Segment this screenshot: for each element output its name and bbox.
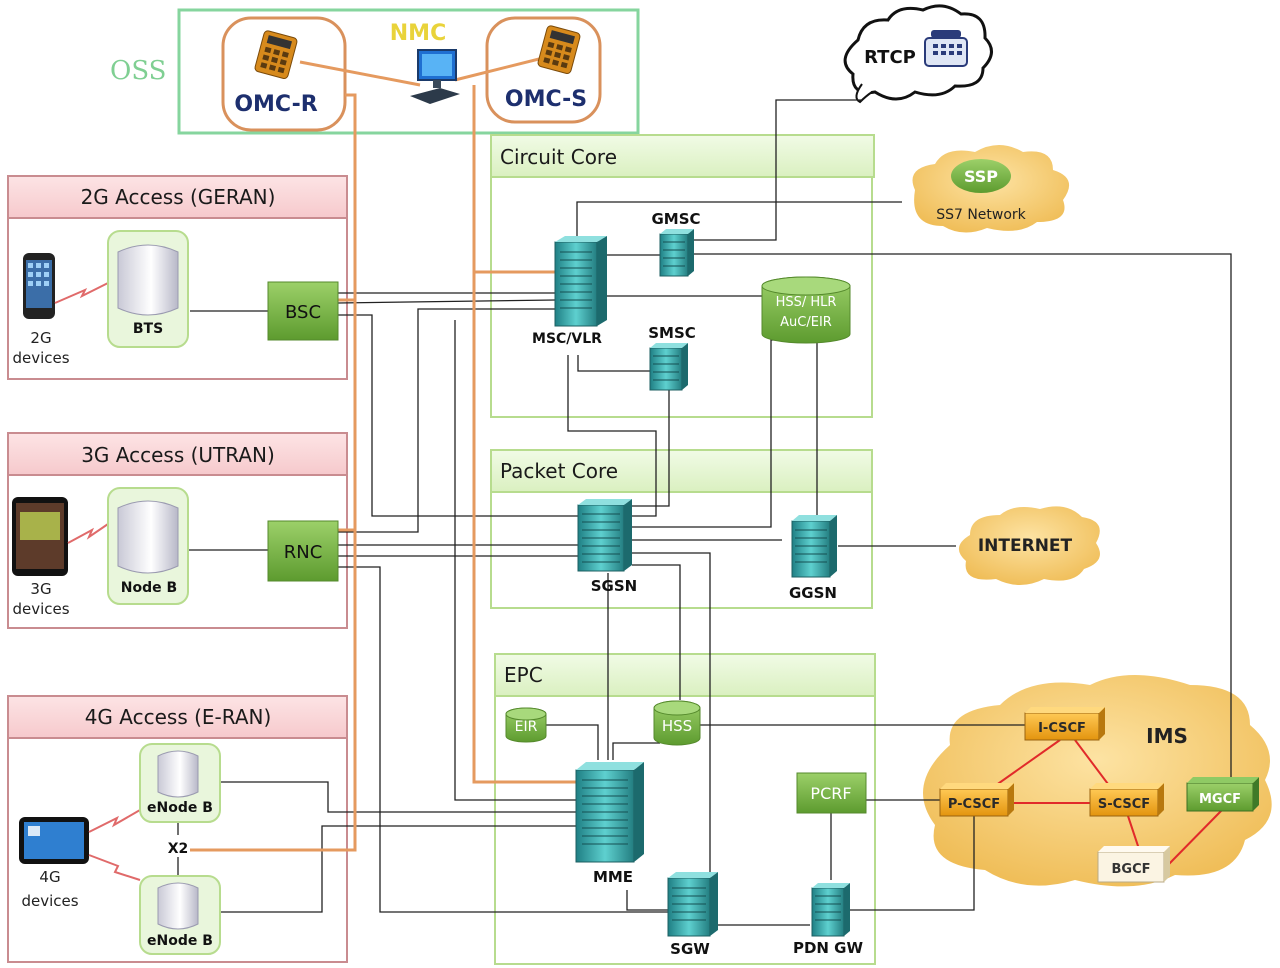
ims-title: IMS: [1146, 724, 1188, 748]
x2-label: X2: [168, 841, 189, 857]
gmsc-server[interactable]: GMSC: [651, 210, 701, 277]
internet-label: INTERNET: [978, 536, 1073, 556]
epc-header: [494, 653, 876, 697]
node-b[interactable]: Node B: [107, 487, 189, 605]
hss-label: HSS: [662, 717, 692, 735]
bsc-label: BSC: [285, 302, 321, 323]
mme-label: MME: [593, 868, 633, 886]
access-4g-title: 4G Access (E-RAN): [85, 705, 272, 729]
auc-eir-label: AuC/EIR: [780, 315, 832, 330]
ims-link: [1167, 809, 1223, 866]
circuit-core-title: Circuit Core: [500, 145, 617, 169]
ims-cloud: IMS: [923, 675, 1272, 887]
eir-database[interactable]: EIR: [505, 707, 547, 743]
ssp-label: SSP: [964, 167, 998, 186]
enode-b-2-label: eNode B: [147, 933, 213, 949]
rtcp-label: RTCP: [864, 47, 916, 68]
calculator-icon: [537, 25, 581, 74]
bsc-node[interactable]: BSC: [267, 281, 339, 341]
wireless-links: [54, 282, 141, 881]
mgcf-node[interactable]: MGCF: [1186, 777, 1259, 812]
gmsc-label: GMSC: [651, 210, 700, 228]
packet-core-header: [490, 449, 873, 493]
p-cscf-label: P-CSCF: [948, 797, 1000, 812]
pcrf-label: PCRF: [810, 784, 851, 803]
bts-label: BTS: [133, 321, 163, 337]
ggsn-label: GGSN: [789, 584, 837, 602]
oss-group: OSS NMC OMC-R OMC-S: [110, 8, 640, 135]
access-2g-title: 2G Access (GERAN): [81, 185, 276, 209]
2g-device: 2G devices: [12, 253, 70, 367]
pdn-gw-label: PDN GW: [793, 939, 864, 957]
rnc-label: RNC: [284, 542, 323, 563]
s-cscf-node[interactable]: S-CSCF: [1089, 783, 1164, 817]
ggsn-server[interactable]: GGSN: [789, 515, 837, 602]
sgw-server[interactable]: SGW: [667, 872, 718, 958]
2g-device-label: 2G: [30, 329, 51, 347]
enode-b-1[interactable]: eNode B: [139, 743, 221, 823]
2g-device-label-2: devices: [12, 349, 69, 367]
internet-cloud[interactable]: INTERNET: [958, 506, 1100, 585]
eir-label: EIR: [515, 719, 538, 735]
pcrf-node[interactable]: PCRF: [796, 772, 867, 814]
msc-vlr-label: MSC/VLR: [532, 331, 602, 347]
mgcf-label: MGCF: [1199, 792, 1241, 807]
3g-device-label-2: devices: [12, 600, 69, 618]
bgcf-node[interactable]: BGCF: [1097, 846, 1170, 883]
p-cscf-node[interactable]: P-CSCF: [939, 783, 1014, 817]
access-2g-header: [7, 175, 348, 219]
hss-hlr-database[interactable]: HSS/ HLR AuC/EIR: [761, 276, 851, 344]
4g-device-label: 4G: [39, 868, 60, 886]
4g-device: 4G devices: [19, 817, 89, 910]
bgcf-label: BGCF: [1112, 862, 1151, 877]
bts-node[interactable]: BTS: [107, 230, 189, 348]
i-cscf-node[interactable]: I-CSCF: [1024, 707, 1105, 741]
rnc-node[interactable]: RNC: [267, 520, 339, 582]
omc-s-frame[interactable]: [485, 16, 602, 124]
omc-s-label: OMC-S: [505, 87, 587, 112]
oss-label: OSS: [110, 56, 166, 86]
pdn-gw-server[interactable]: PDN GW: [793, 883, 864, 957]
smsc-label: SMSC: [648, 324, 696, 342]
telephone-icon: [924, 30, 968, 67]
hss-database[interactable]: HSS: [653, 700, 701, 746]
nmc-label: NMC: [390, 21, 446, 46]
circuit-core-header: [490, 134, 875, 178]
epc-title: EPC: [504, 663, 543, 687]
access-3g-header: [7, 432, 348, 476]
sgw-label: SGW: [670, 940, 710, 958]
hss-hlr-label: HSS/ HLR: [776, 295, 837, 310]
calculator-icon: [254, 30, 298, 79]
i-cscf-label: I-CSCF: [1038, 721, 1086, 736]
oss-links: [190, 85, 578, 852]
4g-device-label-2: devices: [21, 892, 78, 910]
3g-device: 3G devices: [12, 497, 70, 618]
s-cscf-label: S-CSCF: [1098, 797, 1150, 812]
computer-icon[interactable]: [410, 49, 460, 104]
sgsn-label: SGSN: [591, 577, 637, 595]
mme-server[interactable]: MME: [575, 762, 644, 886]
enode-b-1-label: eNode B: [147, 800, 213, 816]
access-4g-header: [7, 695, 348, 739]
rtcp-cloud[interactable]: RTCP: [843, 4, 993, 104]
msc-vlr-server[interactable]: MSC/VLR: [532, 236, 607, 347]
packet-core-title: Packet Core: [500, 459, 618, 483]
enode-b-2[interactable]: eNode B: [139, 875, 221, 955]
ss7-network-cloud[interactable]: SSP SS7 Network: [912, 145, 1070, 233]
oss-link: [299, 60, 421, 87]
connections: [177, 99, 1232, 926]
smsc-server[interactable]: SMSC: [648, 324, 696, 391]
3g-device-label: 3G: [30, 580, 51, 598]
sgsn-server[interactable]: SGSN: [577, 499, 637, 595]
access-3g-title: 3G Access (UTRAN): [81, 443, 275, 467]
ss7-label: SS7 Network: [936, 207, 1026, 223]
omc-r-label: OMC-R: [234, 92, 317, 117]
node-b-label: Node B: [121, 580, 177, 596]
omc-r-frame[interactable]: [221, 16, 347, 132]
ssp-node[interactable]: [951, 159, 1011, 193]
